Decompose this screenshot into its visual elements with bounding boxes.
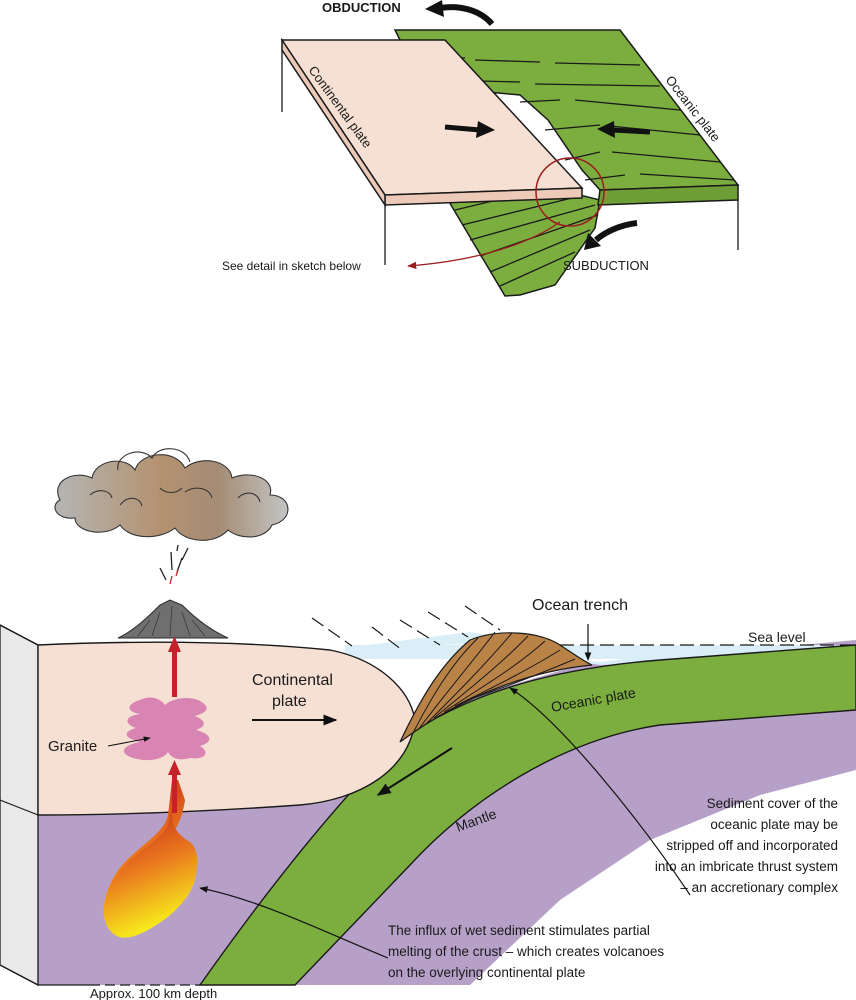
oceanic-slab: [198, 644, 856, 986]
oceanic-motion-arrow: [597, 121, 651, 138]
granite-pointer: [107, 736, 151, 747]
influx-note-line: The influx of wet sediment stimulates pa…: [388, 923, 650, 938]
magma-system: [103, 636, 210, 938]
influx-note: The influx of wet sediment stimulates pa…: [388, 923, 664, 980]
sediment-note-line: Sediment cover of the: [707, 796, 838, 811]
obduction-curved-arrow: [425, 0, 495, 27]
sediment-note-line: into an imbricate thrust system: [655, 859, 838, 874]
volcano-texture: [137, 605, 206, 637]
see-detail-label: See detail in sketch below: [222, 259, 361, 273]
upper-conduit-arrowhead: [168, 636, 181, 652]
continental-motion-arrow: [444, 121, 495, 138]
depth-label: Approx. 100 km depth: [90, 986, 217, 1000]
detail-circle: [535, 157, 605, 227]
ocean-trench-label: Ocean trench: [532, 597, 628, 614]
sediment-pointer: [509, 687, 691, 896]
thrust-dash-lines: [311, 605, 501, 651]
bottom-cross-section: Ocean trench Sea level Continental plate…: [0, 448, 856, 1000]
lower-conduit-arrowhead: [168, 760, 181, 775]
influx-note-line: on the overlying continental plate: [388, 965, 585, 980]
block-left-face: [0, 624, 39, 987]
continental-plate-label-line2: plate: [272, 693, 307, 710]
sediment-note-line: stripped off and incorporated: [666, 838, 838, 853]
slab-motion-arrow: [376, 747, 453, 796]
sediment-note-line: – an accretionary complex: [680, 880, 838, 895]
continental-crust: [37, 641, 416, 816]
thrust-lines: [411, 631, 576, 736]
top-block-diagram: OBDUCTION SUBDUCTION Continental plate O…: [222, 0, 740, 297]
detail-pointer-arrow: [407, 221, 561, 269]
granite-label: Granite: [48, 738, 97, 755]
continental-plate-label-line1: Continental: [252, 672, 333, 689]
granite-pluton: [123, 697, 210, 761]
influx-note-line: melting of the crust – which creates vol…: [388, 944, 664, 959]
ash-cloud: [54, 448, 289, 541]
subduction-curved-arrow: [584, 220, 638, 250]
upper-conduit: [172, 645, 177, 697]
influx-pointer: [199, 886, 389, 959]
sea-level-label: Sea level: [748, 629, 806, 645]
sediment-note: Sediment cover of the oceanic plate may …: [655, 796, 838, 895]
magma-chamber-body: [104, 808, 198, 936]
sediment-note-line: oceanic plate may be: [710, 817, 838, 832]
volcano: [117, 599, 229, 639]
subduction-label: SUBDUCTION: [563, 258, 649, 273]
obduction-label: OBDUCTION: [322, 0, 401, 15]
lower-conduit: [172, 768, 177, 813]
eruption-sparks: [159, 544, 189, 585]
